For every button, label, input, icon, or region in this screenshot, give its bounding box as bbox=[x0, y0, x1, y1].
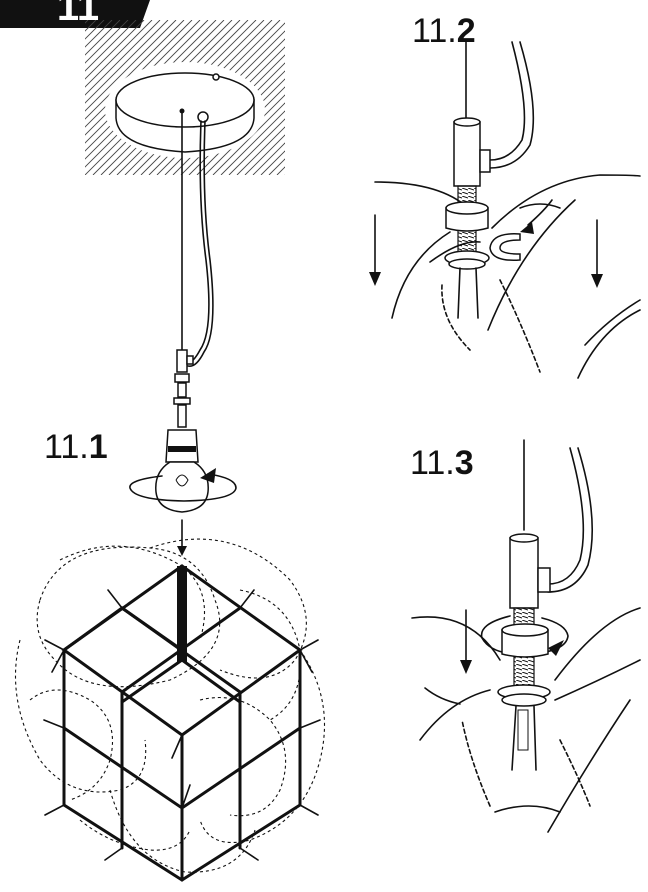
hatch-line bbox=[260, 150, 285, 175]
hatch-line bbox=[85, 20, 153, 88]
hatch-line bbox=[268, 158, 285, 175]
hatch-line bbox=[85, 20, 137, 72]
hatch-line bbox=[85, 20, 169, 104]
step-11-3-label: 11.3 bbox=[410, 444, 474, 482]
hatch-line bbox=[85, 20, 113, 48]
power-cord bbox=[185, 120, 210, 364]
step-badge-number: 11 bbox=[57, 0, 99, 29]
hatch-line bbox=[0, 20, 80, 175]
hatch-line bbox=[236, 126, 285, 175]
lamp-socket bbox=[165, 349, 199, 463]
hatch-line bbox=[0, 20, 72, 175]
hatch-line bbox=[0, 20, 64, 175]
hatch-line bbox=[85, 20, 89, 24]
hatch-line bbox=[85, 20, 185, 120]
shade-dotted-outline bbox=[15, 538, 326, 873]
hatch-line bbox=[244, 134, 285, 175]
hatch-line bbox=[0, 20, 40, 175]
step-11-2-illustration bbox=[369, 41, 641, 379]
hatch-line bbox=[220, 110, 285, 175]
down-arrow bbox=[177, 519, 187, 556]
hatch-line bbox=[228, 118, 285, 175]
hatch-line bbox=[212, 102, 285, 175]
hatch-line bbox=[85, 20, 97, 32]
ceiling-canopy bbox=[115, 72, 255, 153]
step-11-2-label: 11.2 bbox=[412, 12, 476, 50]
step-11-3-illustration bbox=[411, 439, 641, 833]
hatch-line bbox=[85, 20, 129, 64]
hatch-line bbox=[85, 20, 121, 56]
hatch-line bbox=[0, 20, 56, 175]
hatch-line bbox=[85, 20, 177, 112]
rotation-arrow bbox=[129, 468, 237, 502]
step-badge: 11 bbox=[0, 0, 150, 29]
hatch-line bbox=[85, 20, 161, 96]
hatch-line bbox=[0, 20, 48, 175]
light-bulb bbox=[155, 461, 209, 513]
hatch-line bbox=[252, 142, 285, 175]
hatch-line bbox=[85, 20, 145, 80]
hatch-line bbox=[276, 166, 285, 175]
cube-frame bbox=[43, 564, 321, 882]
step-11-1-illustration bbox=[0, 20, 326, 882]
step-11-1-label: 11.1 bbox=[44, 428, 108, 466]
